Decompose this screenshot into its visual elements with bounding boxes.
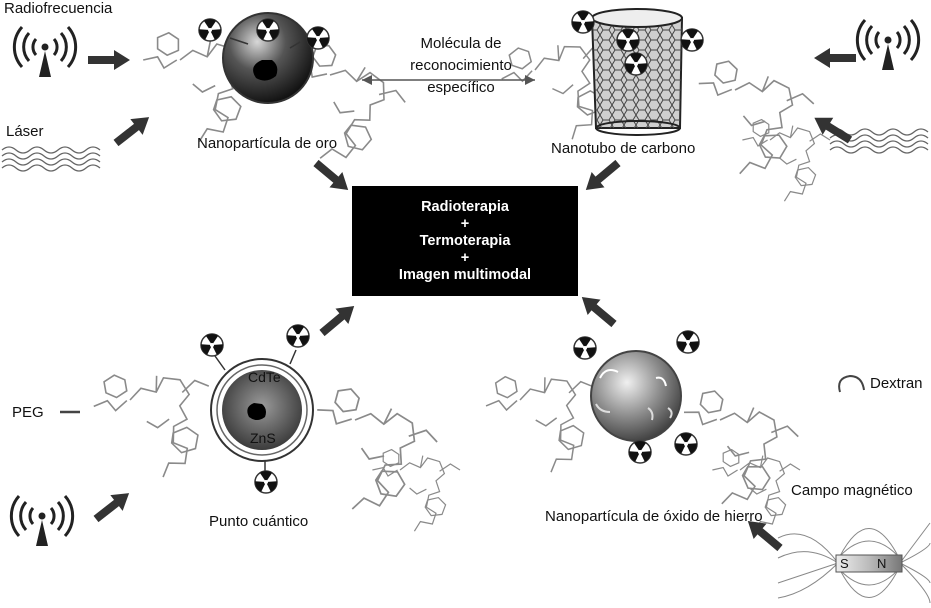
iron-oxide-nanoparticle <box>480 330 805 532</box>
magnet-n-label: N <box>877 556 887 571</box>
arrow-icon <box>579 155 625 198</box>
label-iron-oxide-nanoparticle: Nanopartícula de óxido de hierro <box>545 508 763 525</box>
label-laser: Láser <box>6 123 44 140</box>
label-carbon-nanotube: Nanotubo de carbono <box>551 140 696 157</box>
molecule-link-arrow <box>362 75 535 85</box>
arrow-icon <box>88 50 130 70</box>
gold-nanoparticle <box>142 12 416 180</box>
label-molecula-line2: reconocimiento <box>410 57 512 74</box>
label-molecula-line3: específico <box>427 79 495 96</box>
dextran-curl-icon <box>838 374 865 393</box>
label-recognition-molecule: Molécula de reconocimiento específico <box>396 33 526 99</box>
center-radioterapia: Radioterapia <box>421 198 509 215</box>
label-radiofrecuencia: Radiofrecuencia <box>4 0 113 17</box>
arrow-icon <box>814 48 856 68</box>
label-molecula-line1: Molécula de <box>420 35 502 52</box>
label-gold-nanoparticle: Nanopartícula de oro <box>197 135 338 152</box>
label-peg: PEG <box>12 404 44 421</box>
radio-antenna-icon <box>855 18 921 72</box>
label-dextran: Dextran <box>870 375 923 392</box>
bar-magnet-icon <box>777 522 931 604</box>
treatment-box: Radioterapia + Termoterapia + Imagen mul… <box>352 186 578 296</box>
carbon-nanotube <box>494 8 831 202</box>
center-plus-2: + <box>460 249 470 266</box>
magnet-s-label: S <box>840 556 849 571</box>
label-zns: ZnS <box>250 430 276 446</box>
arrow-icon <box>89 485 136 527</box>
center-imagen-multimodal: Imagen multimodal <box>398 266 532 283</box>
quantum-dot <box>88 324 461 532</box>
center-termoterapia: Termoterapia <box>419 232 511 249</box>
radio-antenna-icon <box>12 25 78 79</box>
arrow-icon <box>575 289 621 332</box>
arrow-icon <box>109 109 156 151</box>
radio-antenna-icon <box>9 494 75 548</box>
label-magnetic-field: Campo magnético <box>791 482 913 499</box>
label-cdte: CdTe <box>248 369 281 385</box>
center-plus-1: + <box>460 215 470 232</box>
laser-wave-icon <box>1 146 101 172</box>
arrow-icon <box>309 155 355 198</box>
label-quantum-dot: Punto cuántico <box>209 513 309 530</box>
arrow-icon <box>315 298 361 341</box>
